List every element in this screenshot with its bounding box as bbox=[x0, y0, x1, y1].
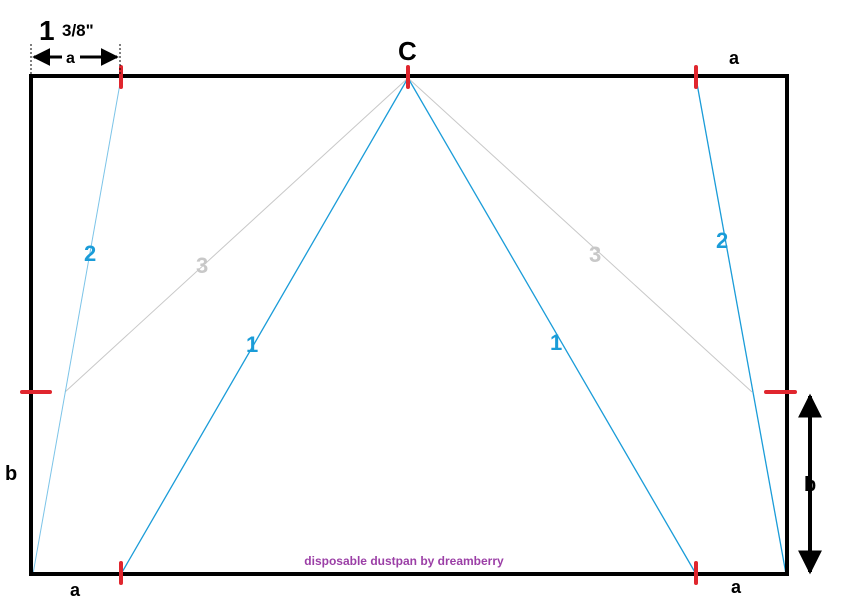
label-a-top-right: a bbox=[729, 48, 740, 68]
label-b-left: b bbox=[5, 463, 17, 485]
guide-line-3-left bbox=[64, 77, 409, 393]
a-label-backdrop bbox=[62, 48, 80, 64]
measurement-fraction: 3/8" bbox=[62, 21, 94, 40]
label-apex-c: C bbox=[398, 36, 417, 66]
guide-line-3-right bbox=[407, 77, 753, 393]
fold-line-2-left bbox=[32, 77, 122, 575]
credit-text: disposable dustpan by dreamberry bbox=[304, 554, 504, 568]
label-a-bottom-right: a bbox=[731, 577, 742, 597]
fold-line-2-right bbox=[695, 77, 787, 575]
fold-line-1-left bbox=[120, 77, 409, 575]
line-number-1-left: 1 bbox=[246, 332, 258, 357]
line-number-3-right: 3 bbox=[589, 242, 601, 267]
measurement-whole: 1 bbox=[39, 15, 55, 46]
line-number-3-left: 3 bbox=[196, 253, 208, 278]
paper-outline bbox=[29, 74, 789, 576]
label-a-dimension: a bbox=[66, 50, 75, 67]
marks bbox=[20, 65, 797, 585]
fold-line-1-right bbox=[407, 77, 697, 575]
line-number-1-right: 1 bbox=[550, 330, 562, 355]
line-number-2-right: 2 bbox=[716, 228, 728, 253]
line-number-2-left: 2 bbox=[84, 241, 96, 266]
label-a-bottom-left: a bbox=[70, 580, 81, 600]
label-b-right: b bbox=[804, 474, 816, 496]
